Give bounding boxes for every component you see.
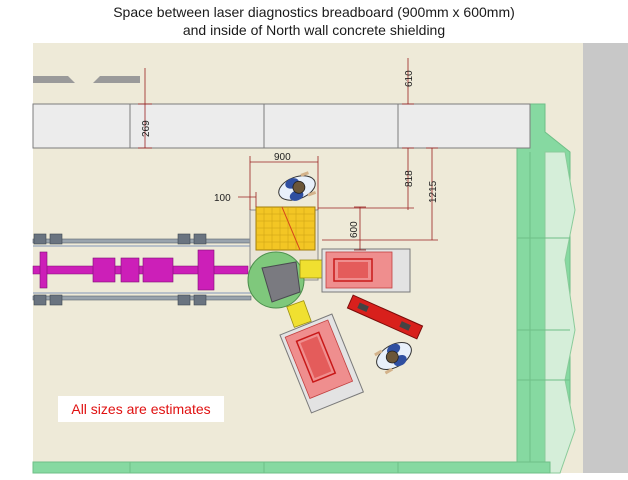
magnet-elements bbox=[39, 249, 215, 291]
person-icon bbox=[374, 342, 412, 375]
rail-supports bbox=[33, 233, 207, 306]
dim-label-1215: 1215 bbox=[428, 180, 439, 203]
laser-breadboard bbox=[255, 206, 316, 251]
dim-label-100: 100 bbox=[214, 193, 231, 204]
yellow-port bbox=[286, 300, 312, 328]
yellow-port bbox=[299, 259, 323, 279]
dim-label-818: 818 bbox=[404, 170, 415, 187]
estimate-note: All sizes are estimates bbox=[58, 396, 224, 422]
green-shielding-inner bbox=[544, 151, 576, 474]
grey-block bbox=[93, 76, 140, 83]
outer-grey-strip bbox=[583, 43, 628, 473]
spectrometer-box-diagonal bbox=[279, 313, 365, 414]
green-shielding-bottom bbox=[32, 461, 551, 474]
title-line-2: and inside of North wall concrete shield… bbox=[182, 22, 446, 38]
dim-label-900: 900 bbox=[274, 152, 291, 163]
dim-label-610: 610 bbox=[404, 70, 415, 87]
title-line-1: Space between laser diagnostics breadboa… bbox=[113, 4, 515, 20]
person-icon bbox=[278, 171, 317, 201]
north-wall bbox=[32, 103, 531, 149]
grey-block bbox=[33, 76, 75, 83]
dim-label-269: 269 bbox=[141, 120, 152, 137]
red-detector-bar bbox=[346, 294, 424, 340]
dimension-lines bbox=[138, 58, 438, 251]
dim-label-600: 600 bbox=[349, 221, 360, 238]
beam-pipe bbox=[32, 265, 249, 275]
